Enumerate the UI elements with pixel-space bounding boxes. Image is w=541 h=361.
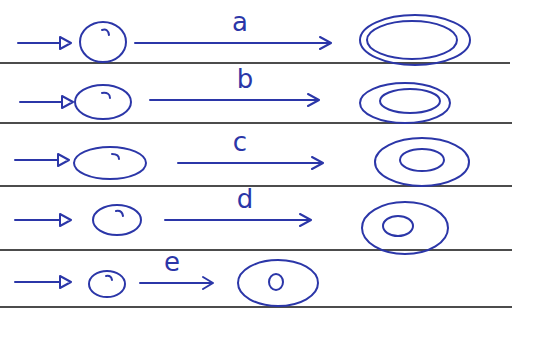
input-arrow [15, 154, 69, 166]
cell-inner [383, 216, 413, 236]
input-arrow [20, 96, 73, 108]
arrow-label: d [237, 185, 254, 214]
input-arrow [15, 276, 71, 288]
cell-after [360, 83, 450, 123]
process-arrow [135, 37, 331, 49]
cell-mark [106, 276, 112, 280]
cell-before [93, 205, 141, 235]
cell-mark [112, 154, 119, 159]
cell-inner [367, 21, 457, 59]
cell-before [89, 271, 125, 297]
process-arrow [150, 94, 319, 106]
process-arrow [165, 214, 311, 226]
cell-after [362, 202, 448, 254]
cell-inner [269, 274, 283, 290]
arrow-label: a [232, 8, 248, 37]
baseline [0, 122, 512, 123]
cell-after [238, 260, 318, 306]
cell-mark [102, 93, 110, 98]
cell-before [80, 22, 126, 62]
baselines [0, 63, 512, 307]
cell-mark [102, 30, 109, 35]
cell-inner [380, 89, 440, 113]
cell-before [75, 85, 131, 119]
cell-before [74, 147, 146, 179]
cell-mark [116, 211, 123, 216]
cell-after [360, 15, 470, 65]
cell-inner [400, 149, 444, 171]
baseline [0, 306, 512, 307]
input-arrow [18, 37, 71, 49]
arrow-label: c [233, 128, 247, 157]
arrow-label: e [164, 248, 180, 277]
input-arrow [15, 214, 71, 226]
process-arrow [178, 157, 323, 169]
arrow-label: b [237, 65, 254, 94]
baseline [0, 249, 512, 250]
cell-after [375, 138, 469, 186]
process-arrow [140, 277, 213, 289]
ink [15, 15, 470, 306]
